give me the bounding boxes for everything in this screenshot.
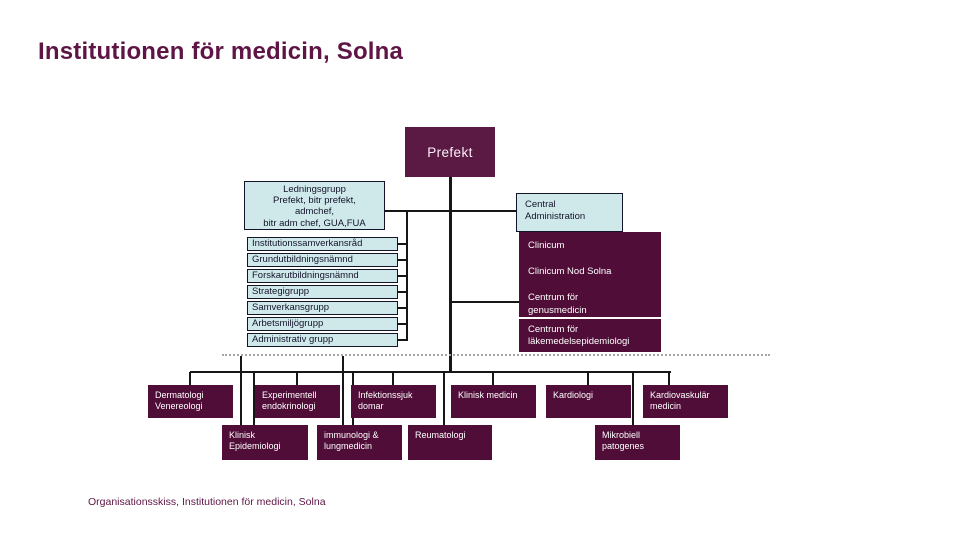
connector-centers-branch: [452, 301, 519, 303]
connector-division-drop: [443, 372, 445, 425]
connector-dotted-rail: [222, 354, 770, 356]
ledningsgrupp-box: Ledningsgrupp Prefekt, bitr prefekt, adm…: [244, 181, 385, 230]
connector-council-stub: [397, 243, 407, 245]
division-immunologi-lungmedicin: immunologi & lungmedicin: [317, 425, 402, 460]
council-item: Arbetsmiljögrupp: [247, 317, 398, 331]
connector-bottom-rail: [190, 371, 671, 373]
division-klinisk-medicin: Klinisk medicin: [451, 385, 536, 418]
division-mikrobiell-patogenes: Mikrobiell patogenes: [595, 425, 680, 460]
connector-council-stub: [397, 291, 407, 293]
council-item: Grundutbildningsnämnd: [247, 253, 398, 267]
center-epidemiology-box: Centrum för läkemedelsepidemiologi: [519, 319, 661, 352]
connector-division-stub: [492, 372, 494, 385]
central-administration-box: Central Administration: [516, 193, 623, 232]
connector-prefekt-vertical: [449, 177, 452, 373]
council-item: Strategigrupp: [247, 285, 398, 299]
connector-division-drop: [253, 372, 255, 425]
division-infektionssjukdomar: Infektionssjuk domar: [351, 385, 436, 418]
footer-caption: Organisationsskiss, Institutionen för me…: [88, 496, 326, 508]
connector-division-stub: [296, 372, 298, 385]
division-experimentell-endokrinologi: Experimentell endokrinologi: [255, 385, 340, 418]
connector-division-stub: [189, 372, 191, 385]
division-kardiovaskular-medicin: Kardiovaskulär medicin: [643, 385, 728, 418]
connector-council-stub: [397, 323, 407, 325]
council-list: Institutionssamverkansråd Grundutbildnin…: [247, 237, 398, 349]
page-title: Institutionen för medicin, Solna: [38, 38, 404, 65]
council-item: Samverkansgrupp: [247, 301, 398, 315]
council-item: Forskarutbildningsnämnd: [247, 269, 398, 283]
division-kardiologi: Kardiologi: [546, 385, 631, 418]
connector-division-drop: [240, 356, 242, 425]
council-item: Administrativ grupp: [247, 333, 398, 347]
connector-council-bracket: [406, 211, 408, 341]
division-reumatologi: Reumatologi: [408, 425, 492, 460]
connector-council-stub: [397, 307, 407, 309]
division-dermatologi-venereologi: Dermatologi Venereologi: [148, 385, 233, 418]
connector-division-stub: [392, 372, 394, 385]
connector-council-stub: [397, 275, 407, 277]
connector-division-stub: [587, 372, 589, 385]
council-item: Institutionssamverkansråd: [247, 237, 398, 251]
connector-council-stub: [397, 339, 407, 341]
connector-council-stub: [397, 259, 407, 261]
division-klinisk-epidemiologi: Klinisk Epidemiologi: [222, 425, 308, 460]
connector-division-stub: [668, 372, 670, 385]
connector-division-drop: [632, 372, 634, 425]
connector-top-rail: [385, 210, 516, 212]
prefekt-box: Prefekt: [405, 127, 495, 177]
connector-division-drop: [342, 356, 344, 425]
centers-box: Clinicum Clinicum Nod Solna Centrum för …: [519, 232, 661, 317]
